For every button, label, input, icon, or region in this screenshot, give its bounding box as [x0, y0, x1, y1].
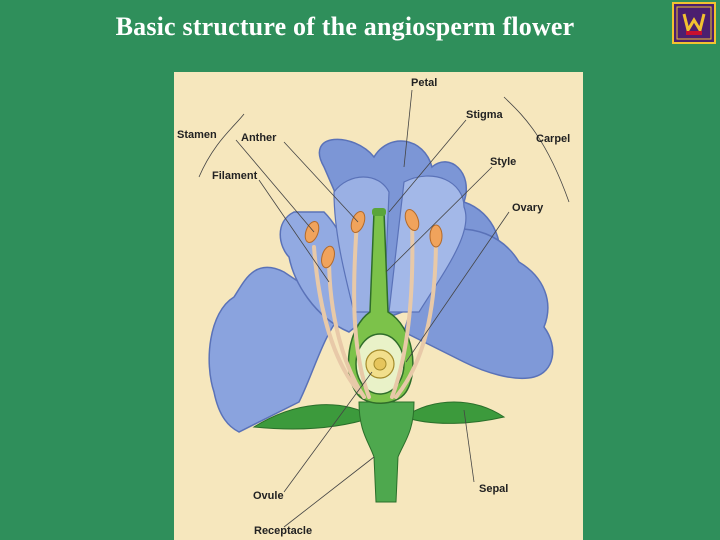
slide-title: Basic structure of the angiosperm flower: [115, 12, 575, 41]
label-filament: Filament: [212, 170, 258, 182]
label-anther: Anther: [241, 132, 277, 144]
label-sepal: Sepal: [479, 483, 508, 495]
label-stamen: Stamen: [177, 129, 217, 141]
label-style: Style: [490, 156, 516, 168]
university-crest-icon: [672, 2, 716, 44]
label-ovule: Ovule: [253, 490, 284, 502]
label-petal: Petal: [411, 77, 437, 89]
label-carpel: Carpel: [536, 133, 570, 145]
flower-diagram: Petal Stigma Stamen Anther Carpel Style …: [174, 72, 583, 540]
leader-lines: [198, 89, 570, 528]
label-ovary: Ovary: [512, 202, 544, 214]
label-receptacle: Receptacle: [254, 525, 312, 537]
label-stigma: Stigma: [466, 109, 504, 121]
receptacle: [358, 401, 415, 503]
